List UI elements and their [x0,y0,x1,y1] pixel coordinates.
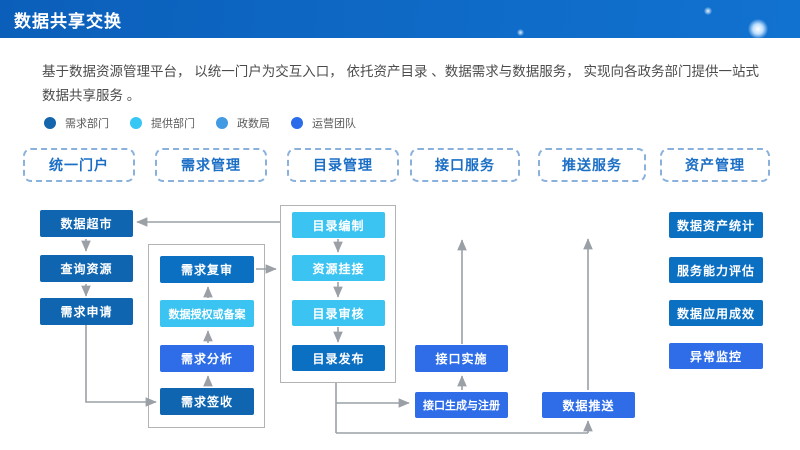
column-header-demand: 需求管理 [155,148,267,182]
flow-box-query-resource: 查询资源 [40,255,133,282]
flow-box-anomaly-monitor: 异常监控 [669,343,763,369]
flow-box-interface-implement: 接口实施 [415,345,508,372]
flow-box-demand-analyze: 需求分析 [160,345,254,372]
legend-label: 提供部门 [151,118,195,130]
flow-box-data-authorize: 数据授权或备案 [160,300,254,327]
flow-box-data-push: 数据推送 [542,392,635,418]
column-header-catalog: 目录管理 [287,148,399,182]
sparkle-icon [748,19,768,39]
page-title: 数据共享交换 [14,11,122,31]
legend-item-demand: 需求部门 [44,115,109,131]
header-bar: 数据共享交换 [0,0,800,39]
sparkle-icon [704,7,712,15]
sparkle-icon [517,29,524,36]
legend-item-ops: 运营团队 [291,115,356,131]
flow-box-catalog-publish: 目录发布 [292,345,385,371]
legend-dot-provider [130,117,142,129]
flow-box-catalog-audit: 目录审核 [292,300,385,326]
flow-box-service-evaluate: 服务能力评估 [669,257,763,283]
column-header-interface: 接口服务 [410,148,520,182]
legend: 需求部门 提供部门 政数局 运营团队 [44,115,356,131]
flow-box-demand-review: 需求复审 [160,256,254,283]
description-text: 基于数据资源管理平台， 以统一门户为交互入口， 依托资产目录 、数据需求与数据服… [42,60,782,108]
legend-item-provider: 提供部门 [130,115,195,131]
legend-item-bureau: 政数局 [216,115,270,131]
legend-label: 运营团队 [312,118,356,130]
flow-box-interface-register: 接口生成与注册 [415,392,508,418]
column-header-portal: 统一门户 [23,148,135,182]
legend-dot-demand [44,117,56,129]
legend-dot-ops [291,117,303,129]
description-line-2: 数据共享服务 。 [42,88,141,103]
flow-box-asset-statistics: 数据资产统计 [669,212,763,238]
flow-box-demand-apply: 需求申请 [40,298,133,325]
legend-label: 政数局 [237,118,270,130]
flow-box-catalog-compile: 目录编制 [292,212,385,238]
column-header-push: 推送服务 [538,148,646,182]
flow-box-data-market: 数据超市 [40,210,133,237]
description-line-1: 基于数据资源管理平台， 以统一门户为交互入口， 依托资产目录 、数据需求与数据服… [42,64,760,79]
flow-box-resource-attach: 资源挂接 [292,255,385,281]
flow-box-demand-sign: 需求签收 [160,388,254,415]
legend-label: 需求部门 [65,118,109,130]
flow-box-app-effectiveness: 数据应用成效 [669,300,763,326]
legend-dot-bureau [216,117,228,129]
column-header-asset: 资产管理 [660,148,770,182]
